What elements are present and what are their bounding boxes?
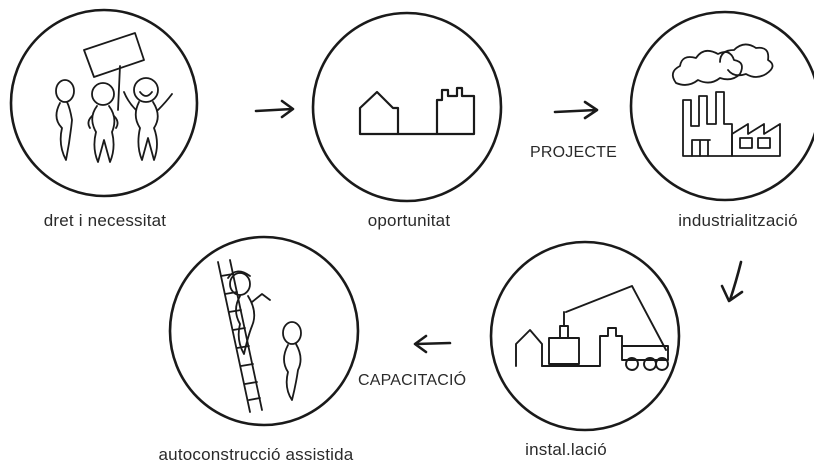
step-label-installacio: instal.lació	[525, 440, 607, 459]
arrow-right-icon	[254, 99, 295, 119]
step-label-industrialitzacio: industrialització	[678, 211, 798, 230]
protest-sign-icon	[83, 32, 145, 111]
building-outline-icon	[358, 86, 476, 136]
transition-label-projecte: PROJECTE	[530, 144, 617, 161]
circle-installacio	[489, 240, 681, 432]
circle-oportunitat	[311, 11, 503, 203]
crane-installation-icon	[515, 285, 669, 371]
factory-icon	[671, 43, 781, 157]
ladder-workers-icon	[217, 259, 302, 413]
circle-autoconstruccio-assistida	[168, 235, 360, 427]
circle-dret-i-necessitat	[9, 8, 199, 198]
step-label-autoconstruccio-assistida: autoconstrucció assistida	[158, 445, 354, 464]
arrow-left-icon	[413, 334, 452, 354]
arrow-right-icon	[553, 100, 599, 120]
circle-industrialitzacio	[629, 10, 814, 202]
arrow-down-icon	[720, 260, 744, 303]
step-label-oportunitat: oportunitat	[367, 211, 451, 230]
step-label-dret-i-necessitat: dret i necessitat	[43, 211, 167, 230]
people-figures-icon	[55, 77, 173, 163]
transition-label-capacitacio: CAPACITACIÓ	[358, 372, 467, 389]
